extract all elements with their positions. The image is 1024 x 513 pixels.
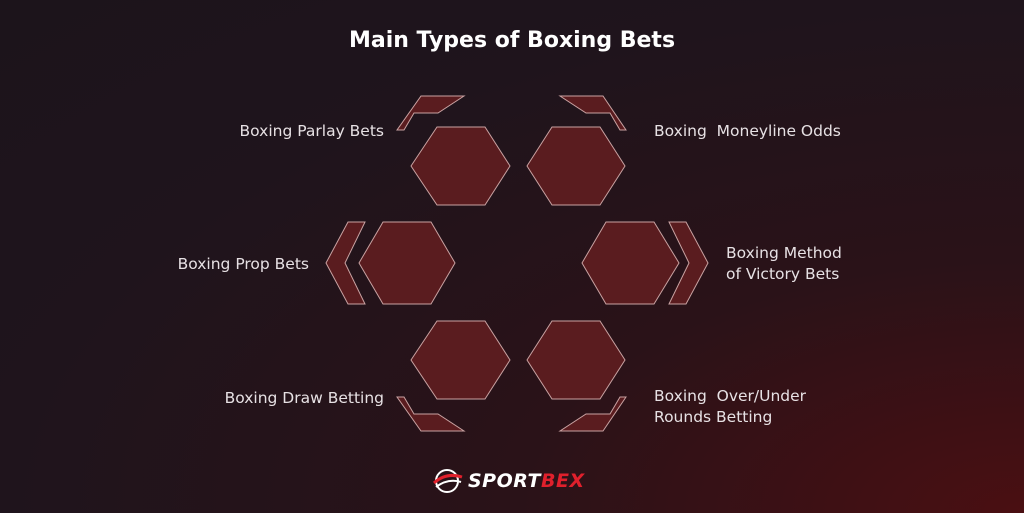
chevron-shape-method — [668, 221, 709, 305]
bracket-shape-overunder — [558, 396, 627, 432]
bracket-shape-parlay — [396, 95, 466, 131]
sportbex-logo: SPORTBEX — [432, 466, 585, 496]
label-overunder: Boxing Over/Under Rounds Betting — [654, 387, 807, 426]
bracket-shape-draw — [396, 396, 466, 432]
diagram-title: Main Types of Boxing Bets — [348, 28, 676, 53]
label-prop: Boxing Prop Bets — [177, 255, 309, 273]
logo-text-sport: SPORT — [468, 470, 541, 492]
chevron-shape-prop — [325, 221, 366, 305]
label-parlay: Boxing Parlay Bets — [239, 122, 384, 140]
hexagon-overunder — [526, 320, 627, 432]
label-draw: Boxing Draw Betting — [224, 389, 384, 407]
label-moneyline: Boxing Moneyline Odds — [654, 122, 841, 140]
hexagon-moneyline — [526, 95, 627, 206]
label-method: Boxing Method of Victory Bets — [726, 244, 842, 283]
hexagon-parlay — [396, 95, 511, 206]
hexagon-method — [581, 221, 709, 305]
logo-text-bex: BEX — [541, 470, 585, 492]
hexagon-prop — [325, 221, 456, 305]
logo-ball-icon — [432, 469, 463, 493]
bracket-shape-moneyline — [558, 95, 627, 131]
hexagon-draw — [396, 320, 511, 432]
